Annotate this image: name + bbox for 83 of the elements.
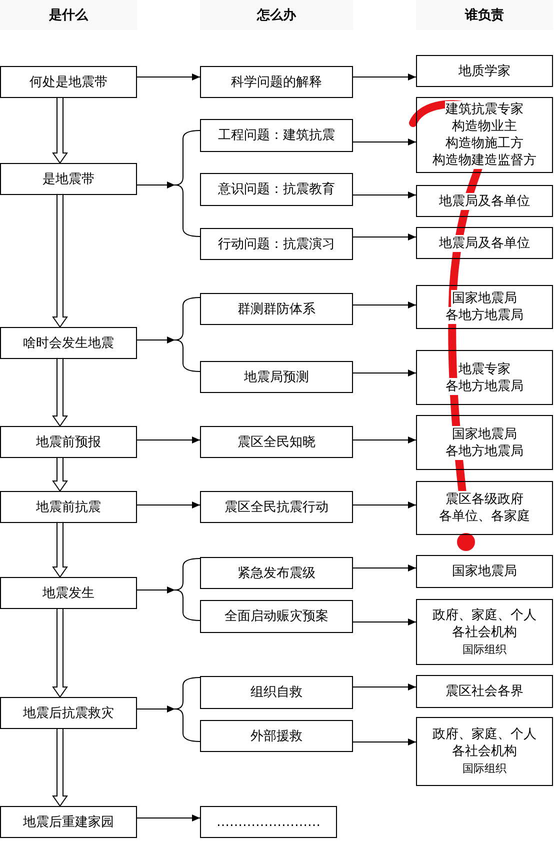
arrow	[136, 706, 176, 712]
responsibility-box	[416, 717, 553, 786]
party-name: 各地方地震局	[444, 307, 524, 324]
topic-box: 地震前预报	[0, 426, 137, 458]
action-box: 行动问题：抗震演习	[200, 228, 353, 260]
arrow	[352, 74, 416, 80]
topic-box: 地震前抗震	[0, 491, 137, 523]
arrow	[352, 370, 416, 376]
topic-box: 啥时会发生地震	[0, 327, 137, 359]
action-box: 全面启动赈灾预案	[200, 600, 353, 633]
responsibility-box: 国家地震局	[416, 555, 553, 588]
party-name: 各地方地震局	[444, 378, 524, 394]
hollow-arrow	[52, 358, 68, 427]
topic-box: 何处是地震带	[0, 66, 137, 98]
hollow-arrow	[52, 194, 68, 328]
party-name: 国家地震局	[451, 290, 518, 307]
party-name: 地震专家	[458, 360, 512, 378]
topic-box: 地震后抗震救灾	[0, 697, 137, 729]
party-name: 构造物业主	[451, 118, 518, 135]
hollow-arrow	[52, 522, 68, 578]
arrow	[136, 436, 200, 444]
arrow	[136, 586, 176, 594]
party-name: 建筑抗震专家	[444, 101, 524, 118]
action-box: 群测群防体系	[200, 293, 353, 325]
action-box: 意识问题：抗震教育	[200, 173, 353, 206]
party-name: 政府、家庭、个人	[432, 726, 538, 743]
party-name: 震区各级政府	[444, 491, 524, 508]
party-name: 国家地震局	[451, 426, 518, 442]
responsibility-box: 地震局及各单位	[416, 185, 553, 217]
arrow	[352, 738, 416, 746]
column-header: 怎么办	[200, 0, 353, 30]
responsibility-box	[416, 481, 553, 535]
arrow	[352, 684, 416, 690]
party-name: 构造物建造监督方	[432, 152, 538, 169]
action-box: 科学问题的解释	[200, 66, 353, 98]
party-name: 各单位、各家庭	[438, 508, 531, 525]
action-box: 震区全民知晓	[200, 426, 353, 458]
arrow	[352, 618, 416, 626]
responsibility-box: 地震局及各单位	[416, 227, 553, 259]
responsibility-box	[416, 285, 553, 329]
responsibility-box	[416, 97, 553, 173]
party-name: 各社会机构	[451, 624, 518, 640]
arrow	[352, 502, 416, 508]
hollow-arrow	[52, 728, 68, 807]
action-box: 工程问题：建筑抗震	[200, 119, 353, 152]
curly-brace	[175, 130, 200, 237]
party-name: 构造物施工方	[444, 135, 524, 152]
arrow	[136, 336, 176, 344]
responsibility-box	[416, 350, 553, 405]
topic-box: 地震发生	[0, 577, 137, 609]
action-box: 地震局预测	[200, 361, 353, 393]
responsibility-box	[416, 599, 553, 665]
arrow	[352, 302, 416, 308]
curly-brace	[175, 558, 200, 621]
action-box: 外部援救	[200, 720, 353, 752]
curly-brace	[175, 677, 200, 742]
party-name: 各地方地震局	[444, 442, 524, 460]
arrow	[136, 502, 200, 508]
hollow-arrow	[52, 458, 68, 492]
hollow-arrow	[52, 98, 68, 164]
responsibility-box	[416, 415, 553, 470]
responsibility-box: 地质学家	[416, 55, 553, 87]
arrow	[352, 564, 416, 572]
topic-box: 地震后重建家园	[0, 806, 137, 838]
arrow	[136, 814, 200, 822]
arrow	[136, 74, 200, 80]
arrow	[352, 436, 416, 444]
column-header: 谁负责	[416, 0, 553, 30]
curly-brace	[175, 297, 200, 372]
column-header: 是什么	[0, 0, 137, 30]
action-box: ……………………	[200, 806, 337, 838]
arrow	[136, 182, 176, 188]
action-box: 组织自救	[200, 676, 353, 709]
party-name: 政府、家庭、个人	[432, 606, 538, 624]
party-name: 各社会机构	[451, 743, 518, 760]
arrow	[352, 138, 416, 146]
action-box: 震区全民抗震行动	[200, 491, 353, 523]
responsibility-box: 震区社会各界	[416, 675, 553, 708]
hollow-arrow	[52, 608, 68, 698]
topic-box: 是地震带	[0, 163, 137, 195]
arrow	[352, 234, 416, 240]
arrow	[352, 192, 416, 198]
action-box: 紧急发布震级	[200, 557, 353, 589]
